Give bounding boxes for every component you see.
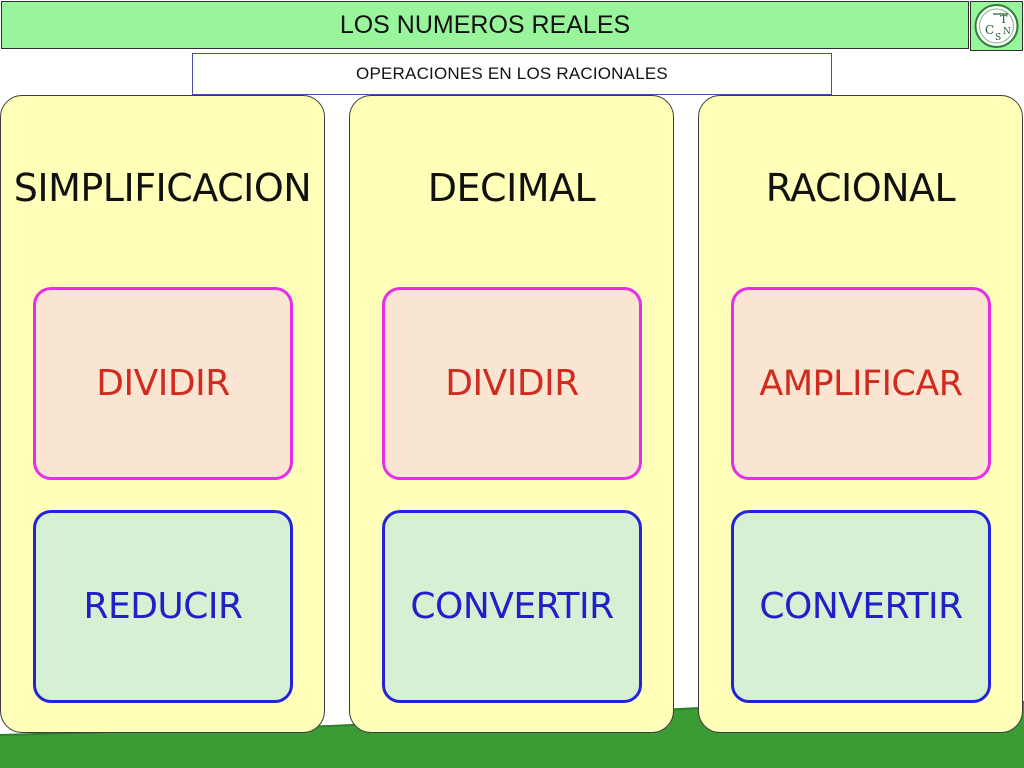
result-label: CONVERTIR: [410, 586, 614, 627]
result-label: REDUCIR: [83, 586, 243, 627]
result-box: CONVERTIR: [731, 510, 991, 703]
school-logo-icon: T C S N: [974, 4, 1019, 48]
logo-letter-s: S: [995, 33, 1001, 43]
result-label: CONVERTIR: [759, 586, 963, 627]
logo-letter-t: T: [1000, 13, 1008, 26]
logo-letter-c: C: [985, 23, 994, 37]
column-simplificacion: SIMPLIFICACION DIVIDIR REDUCIR: [0, 95, 325, 733]
action-label: AMPLIFICAR: [759, 363, 963, 404]
column-heading: DECIMAL: [427, 166, 596, 210]
page-title: LOS NUMEROS REALES: [339, 10, 631, 39]
action-box: DIVIDIR: [33, 287, 293, 480]
action-label: DIVIDIR: [445, 363, 579, 404]
action-label: DIVIDIR: [96, 363, 230, 404]
subtitle-box: OPERACIONES EN LOS RACIONALES: [192, 53, 832, 95]
result-box: REDUCIR: [33, 510, 293, 703]
column-racional: RACIONAL AMPLIFICAR CONVERTIR: [698, 95, 1023, 733]
column-heading: SIMPLIFICACION: [13, 166, 312, 210]
action-box: DIVIDIR: [382, 287, 642, 480]
logo-container: T C S N: [970, 1, 1023, 51]
column-heading: RACIONAL: [765, 166, 956, 210]
action-box: AMPLIFICAR: [731, 287, 991, 480]
page-title-bar: LOS NUMEROS REALES: [1, 1, 969, 49]
logo-letter-n: N: [1003, 27, 1011, 37]
result-box: CONVERTIR: [382, 510, 642, 703]
column-decimal: DECIMAL DIVIDIR CONVERTIR: [349, 95, 674, 733]
subtitle-text: OPERACIONES EN LOS RACIONALES: [356, 64, 668, 83]
